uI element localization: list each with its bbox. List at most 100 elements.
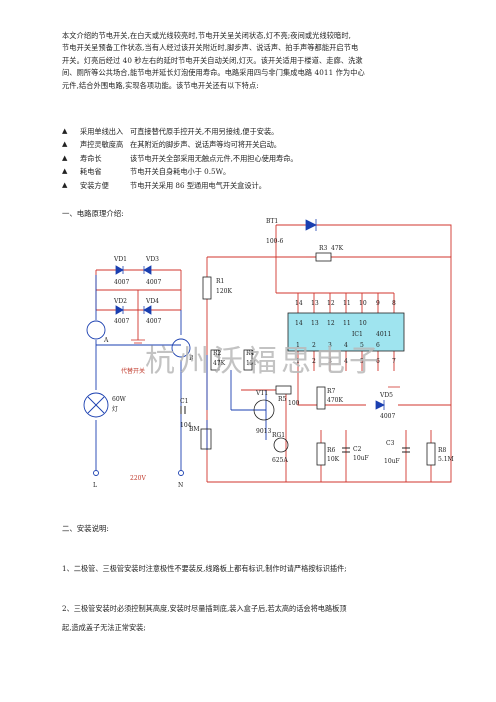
pin-label: 1 [296,342,300,349]
pin-label: 12 [327,320,335,327]
feature-item: ▲ 寿命长 该节电开关全部采用无触点元件,不用担心使用寿命。 [62,152,442,165]
watermark: 杭州沃福思电子 [145,344,383,379]
label-r4-value: 1M [246,360,256,367]
label-vd3: VD3 [145,256,159,263]
pin-label: 7 [392,358,396,365]
label-rg1: RG1 [272,432,285,439]
label-vd1: VD1 [113,256,127,263]
label-r2-value: 47K [213,360,226,367]
pin-label: 14 [295,320,303,327]
intro-line: 元件,结合外围电路,实现各项功能。该节电开关还有以下特点: [62,80,259,90]
feature-value: 节电开关自身耗电小于 0.5W。 [130,167,231,177]
pin-label: 11 [343,300,351,307]
pin-label: 1 [296,358,300,365]
pin-label: 2 [312,358,316,365]
pin-label: 10 [359,320,367,327]
label-bt1-value: 100-6 [266,238,283,245]
feature-key: 寿命长 [80,153,102,163]
label-n: N [178,482,183,489]
label-lamp: 60W [112,396,127,403]
label-r8-value: 5.1M [438,456,454,463]
label-bt1: BT1 [266,218,278,225]
label-b: B [189,355,194,362]
label-lamp-unit: 灯 [112,405,118,413]
label-vd2-value: 4007 [114,318,129,325]
label-c2: C2 [353,446,362,453]
label-r3: R3 [319,245,328,252]
pin-label: 10 [359,300,367,307]
pin-label: 4 [344,358,348,365]
section-heading-install: 二、安装说明: [62,524,109,533]
install-note: 2、三极管安装时必须控制其高度,安装时尽量插到底,装入盒子后,若太高的话会将电路… [62,604,347,613]
label-220v: 220V [130,475,146,482]
triangle-bullet-icon: ▲ [62,140,68,149]
pin-label: 11 [343,320,351,327]
pin-label: 13 [311,320,319,327]
feature-list: ▲ 采用单线出入 可直接替代原手控开关,不用另接线,便于安装。 ▲ 声控灵敏度高… [62,125,442,192]
label-switch: 代替开关 [121,367,145,375]
label-l: L [93,482,97,489]
label-vd3-value: 4007 [146,279,161,286]
pin-label: 5 [360,358,364,365]
intro-line: 本文介绍的节电开关,在白天或光线较亮时,节电开关呈关闭状态,灯不亮;夜间或光线较… [62,31,351,40]
triangle-bullet-icon: ▲ [62,127,68,135]
feature-value: 该节电开关全部采用无触点元件,不用担心使用寿命。 [130,153,298,163]
label-c3: C3 [386,440,395,447]
feature-key: 耗电省 [80,167,102,177]
feature-key: 声控灵敏度高 [80,140,124,150]
label-c3-value: 10uF [384,458,400,465]
feature-item: ▲ 耗电省 节电开关自身耗电小于 0.5W。 [62,165,442,178]
label-vd4-value: 4007 [146,318,161,325]
pin-label: 14 [295,300,303,307]
label-c1-value: 104 [180,422,192,429]
label-vt1-value: 9013 [256,428,271,435]
label-ic-value: 4011 [376,331,391,338]
feature-value: 节电开关采用 86 型通用电气开关盒设计。 [130,180,266,190]
label-r2: R2 [213,350,222,357]
intro-paragraph: 本文介绍的节电开关,在白天或光线较亮时,节电开关呈关闭状态,灯不亮;夜间或光线较… [62,30,442,92]
label-c1: C1 [180,398,188,405]
pin-label: 5 [360,342,364,349]
label-r8: R8 [438,447,447,454]
label-r6: R6 [327,447,336,454]
install-note: 1、二极管、三极管安装时注意极性不要装反,线路板上都有标识,制作时请严格按标识插… [62,564,347,573]
pin-label: 2 [312,342,316,349]
label-r3-value: 47K [331,245,344,252]
feature-key: 采用单线出入 [80,127,124,136]
pin-label: 13 [311,300,319,307]
triangle-bullet-icon: ▲ [62,153,68,162]
pin-label: 6 [376,342,380,349]
intro-line: 开关。灯亮后经过 40 秒左右的延时节电开关自动关闭,灯灭。该开关适用于楼道、走… [62,55,363,65]
label-r4: R4 [246,350,255,357]
feature-value: 在其附近的脚步声、说话声等均可将开关启动。 [130,140,281,150]
label-r1-value: 120K [216,288,232,295]
feature-value: 可直接替代原手控开关,不用另接线,便于安装。 [130,127,279,136]
label-vd4: VD4 [145,298,159,305]
feature-item: ▲ 安装方便 节电开关采用 86 型通用电气开关盒设计。 [62,179,442,192]
label-r5: R5 [278,396,287,403]
label-vd5: VD5 [379,392,393,399]
triangle-bullet-icon: ▲ [62,167,68,176]
section-heading-circuit: 一、电路原理介绍: [62,209,124,218]
feature-item: ▲ 采用单线出入 可直接替代原手控开关,不用另接线,便于安装。 [62,125,442,138]
label-vd5-value: 4007 [380,413,395,420]
label-r7-value: 470K [327,397,343,404]
label-r6-value: 10K [327,456,340,463]
label-vd2: VD2 [113,298,127,305]
label-r1: R1 [216,278,224,285]
circuit-diagram: VD1 4007 VD3 4007 VD2 4007 VD4 4007 BT1 … [83,218,454,489]
feature-key: 安装方便 [80,180,109,190]
label-ic: IC1 [352,331,363,338]
pin-label: 3 [328,342,332,349]
feature-item: ▲ 声控灵敏度高 在其附近的脚步声、说话声等均可将开关启动。 [62,138,442,151]
pin-label: 4 [344,342,348,349]
pin-label: 8 [392,300,396,307]
pin-label: 6 [376,358,380,365]
install-note: 起,造成盖子无法正常安装; [62,623,146,632]
label-c2-value: 10uF [353,455,369,462]
label-vd1-value: 4007 [114,279,129,286]
intro-line: 节电开关呈预备工作状态,当有人经过该开关附近时,脚步声、说话声、拍手声等都能开启… [62,43,359,53]
label-r7: R7 [327,388,336,395]
pin-label: 9 [376,300,380,307]
